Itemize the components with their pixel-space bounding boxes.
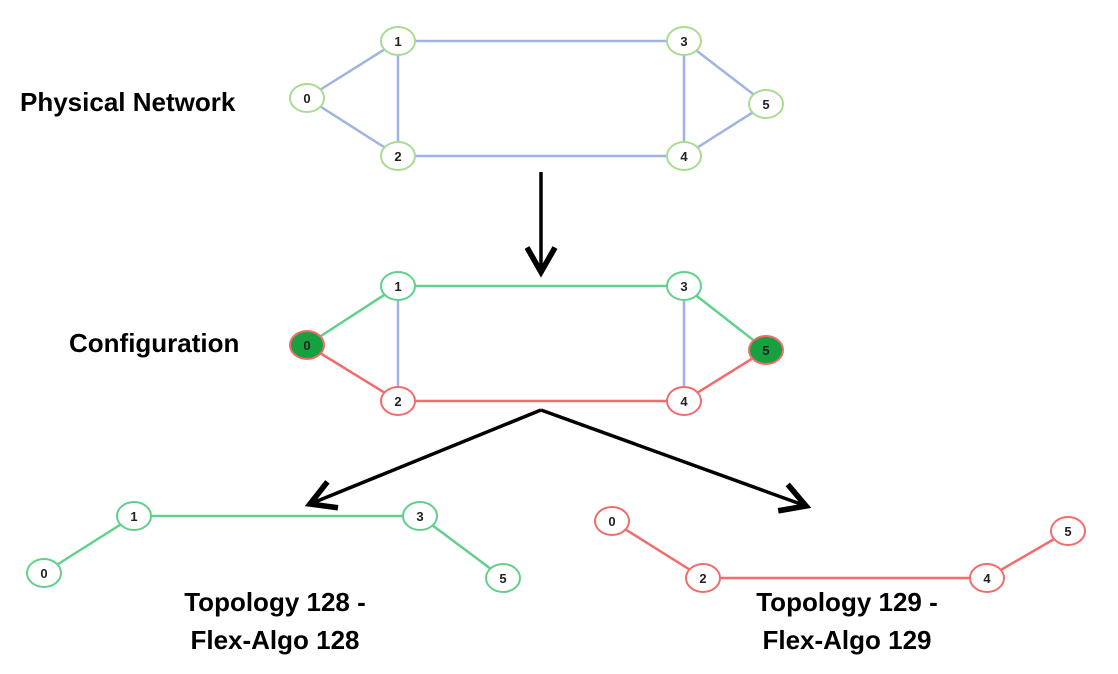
node-4: 4 <box>666 141 702 171</box>
edge-0-2 <box>306 96 399 158</box>
node-label: 1 <box>130 509 137 524</box>
node-label: 4 <box>680 149 688 164</box>
node-label: 1 <box>394 34 401 49</box>
node-1: 1 <box>116 501 152 531</box>
topology-128-label: Topology 128 - Flex-Algo 128 <box>125 583 425 659</box>
node-label: 3 <box>680 279 687 294</box>
node-2: 2 <box>380 386 416 416</box>
node-label: 0 <box>303 338 310 353</box>
node-2: 2 <box>380 141 416 171</box>
node-label: 2 <box>699 571 706 586</box>
topology-128-title: Topology 128 - <box>184 587 366 617</box>
physical-network-label: Physical Network <box>20 87 236 117</box>
node-4: 4 <box>969 563 1005 593</box>
node-0: 0 <box>289 330 325 360</box>
topology-129-label: Topology 129 - Flex-Algo 129 <box>697 583 997 659</box>
physical-network: 0 1 2 3 4 5 <box>289 26 784 171</box>
node-label: 3 <box>416 509 423 524</box>
node-3: 3 <box>402 501 438 531</box>
configuration: 0 1 2 3 4 5 <box>289 271 784 416</box>
edge-0-1 <box>306 284 399 347</box>
node-label: 1 <box>394 279 401 294</box>
node-0: 0 <box>26 558 62 588</box>
arrow-to-topology-129 <box>540 408 812 514</box>
edge-0-1 <box>43 514 135 575</box>
node-label: 2 <box>394 149 401 164</box>
node-label: 5 <box>762 343 769 358</box>
node-label: 5 <box>762 97 769 112</box>
node-label: 4 <box>680 394 688 409</box>
edge-3-5 <box>419 514 504 580</box>
node-label: 4 <box>983 571 991 586</box>
topology-128: 0 1 3 5 <box>26 501 521 593</box>
node-label: 0 <box>40 566 47 581</box>
node-1: 1 <box>380 271 416 301</box>
node-label: 0 <box>608 514 615 529</box>
node-2: 2 <box>685 563 721 593</box>
node-label: 2 <box>394 394 401 409</box>
edge-3-5 <box>683 285 767 351</box>
node-5: 5 <box>485 563 521 593</box>
topology-129: 0 2 4 5 <box>594 506 1086 593</box>
configuration-label: Configuration <box>69 328 240 358</box>
edge-0-2 <box>611 519 704 580</box>
node-3: 3 <box>666 26 702 56</box>
arrow-to-topology-128 <box>304 408 542 511</box>
node-0: 0 <box>594 506 630 536</box>
edge-0-2 <box>306 343 399 403</box>
node-label: 0 <box>303 91 310 106</box>
node-5: 5 <box>748 335 784 365</box>
flex-algo-129-title: Flex-Algo 129 <box>762 625 932 655</box>
node-3: 3 <box>666 271 702 301</box>
node-1: 1 <box>380 26 416 56</box>
node-label: 5 <box>1064 524 1071 539</box>
node-label: 3 <box>680 34 687 49</box>
node-5: 5 <box>1050 516 1086 546</box>
edge-3-5 <box>683 40 767 105</box>
node-4: 4 <box>666 386 702 416</box>
node-label: 5 <box>499 571 506 586</box>
edge-0-1 <box>306 39 399 100</box>
flex-algo-128-title: Flex-Algo 128 <box>190 625 360 655</box>
node-0: 0 <box>289 83 325 113</box>
node-5: 5 <box>748 89 784 119</box>
topology-129-title: Topology 129 - <box>756 587 938 617</box>
